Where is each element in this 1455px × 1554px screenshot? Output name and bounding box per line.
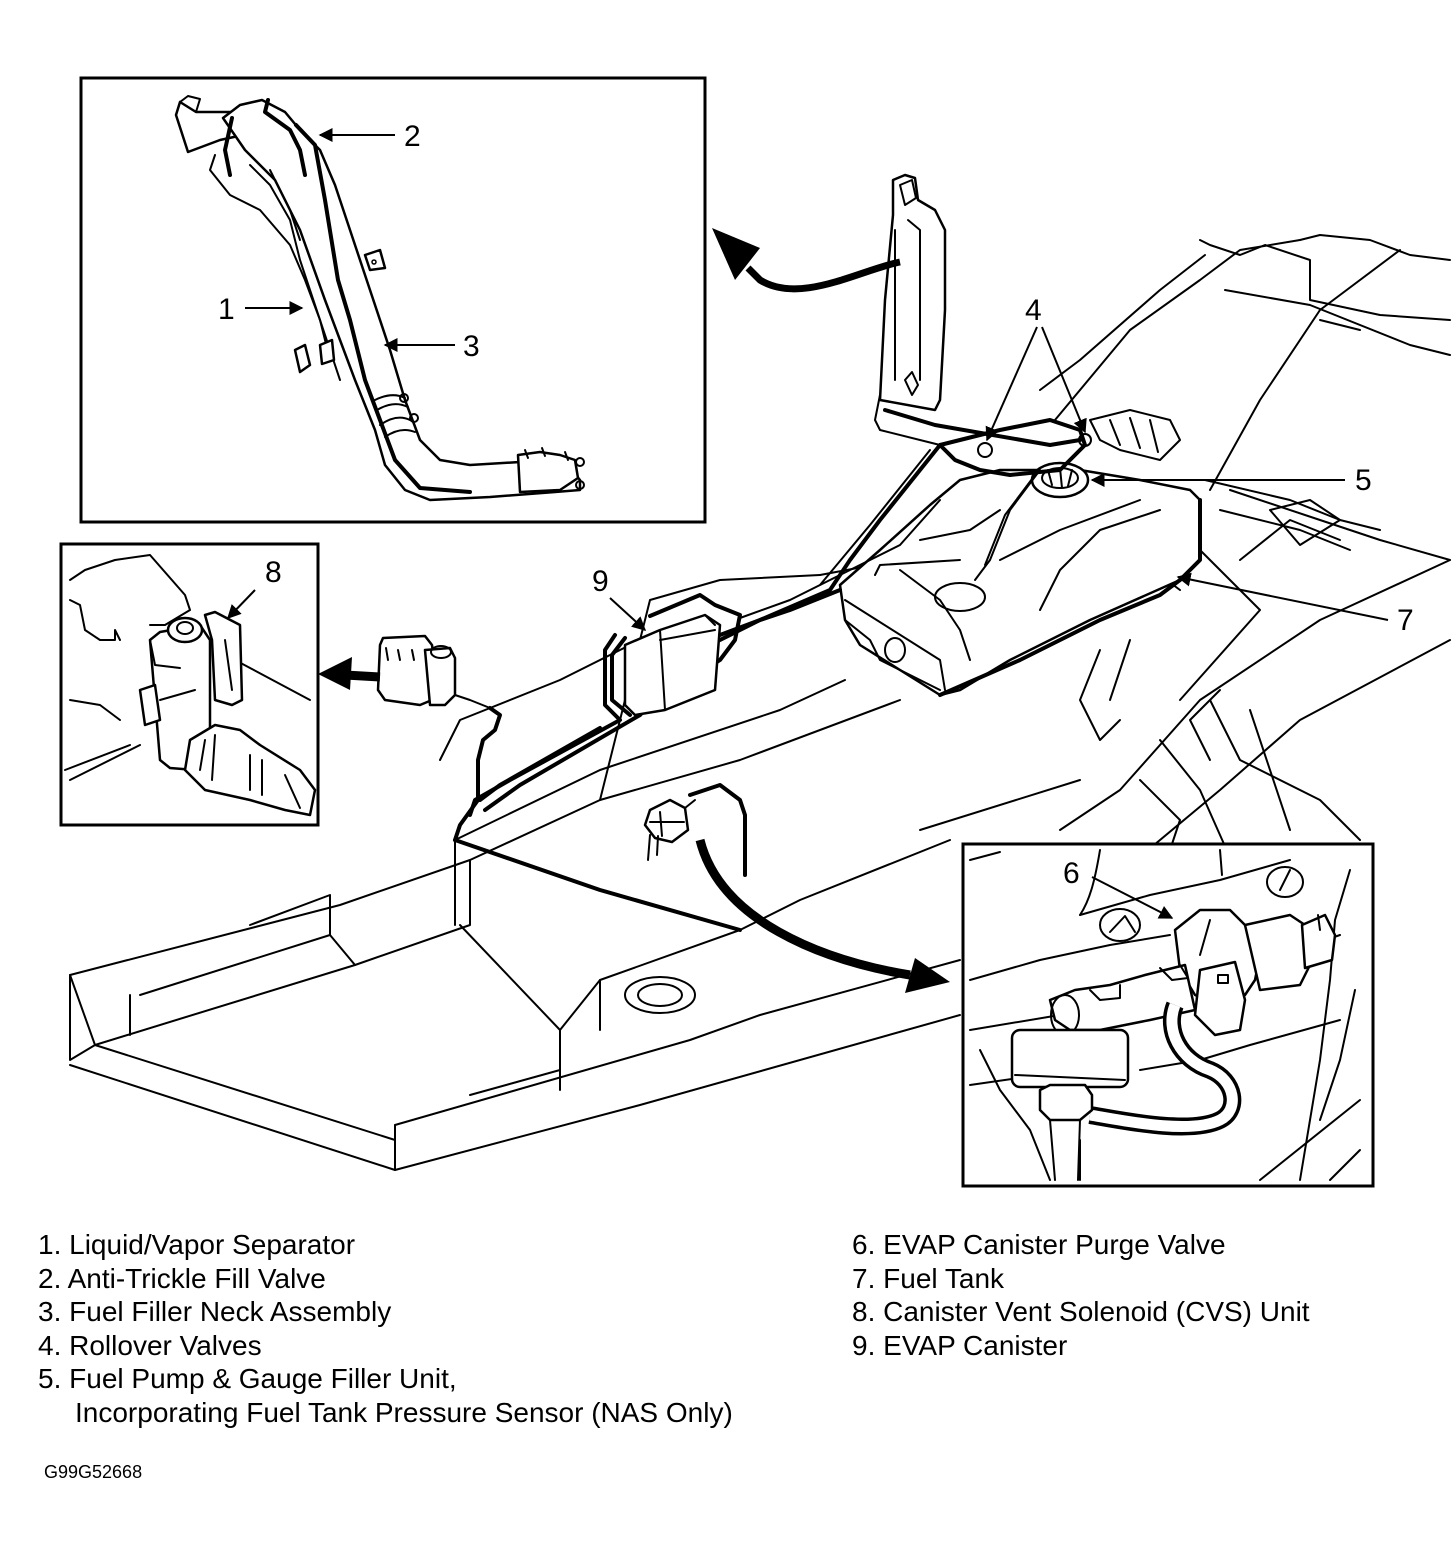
callout-1: 1 (218, 293, 235, 326)
legend-item-7: 7. Fuel Tank (852, 1262, 1005, 1294)
legend-item-5: 5. Fuel Pump & Gauge Filler Unit, (38, 1363, 457, 1394)
arrow-head-to-cvs-inset (318, 657, 352, 690)
legend-item-6: 6. EVAP Canister Purge Valve (852, 1229, 1226, 1260)
callout-5: 5 (1355, 464, 1372, 497)
callout-3: 3 (463, 330, 480, 363)
legend-left-column: 1. Liquid/Vapor Separator 2. Anti-Trickl… (38, 1228, 733, 1429)
inset-frame-filler-neck (79, 76, 707, 524)
fuel-tank (838, 409, 1202, 697)
callout-6: 6 (1063, 857, 1080, 890)
leader-line-7 (1176, 572, 1389, 621)
legend-item-8: 8. Canister Vent Solenoid (CVS) Unit (852, 1296, 1310, 1327)
callout-9: 9 (592, 565, 609, 598)
leader-line-6 (1091, 876, 1174, 919)
evap-canister (468, 499, 941, 817)
legend-item-4: 4. Rollover Valves (38, 1329, 262, 1361)
inset-cvs-unit: 8 (59, 542, 320, 827)
legend-item-3: 3. Fuel Filler Neck Assembly (38, 1296, 392, 1327)
callout-4: 4 (1025, 294, 1042, 327)
leader-line-9 (609, 597, 647, 631)
arrow-head-to-purge-inset (905, 958, 950, 993)
inset-purge-valve: 6 (961, 842, 1375, 1188)
legend-right-column: 6. EVAP Canister Purge Valve 7. Fuel Tan… (852, 1228, 1310, 1362)
leader-line-4a (985, 326, 1038, 442)
legend-item-2: 2. Anti-Trickle Fill Valve (38, 1262, 326, 1294)
leader-line-4b (1041, 326, 1087, 434)
callout-2: 2 (404, 120, 421, 153)
detail-arrows (318, 228, 950, 993)
arrow-head-to-filler-inset (712, 228, 760, 280)
legend-item-9: 9. EVAP Canister (852, 1329, 1068, 1361)
filler-neck-in-vehicle (718, 173, 1082, 642)
callout-7: 7 (1397, 604, 1414, 637)
vehicle-frame (69, 234, 1451, 1171)
main-callouts: 2 1 3 4 5 7 9 (218, 120, 1414, 637)
legend-item-1: 1. Liquid/Vapor Separator (38, 1229, 356, 1260)
cvs-unit-in-vehicle (376, 634, 502, 842)
purge-valve-in-vehicle (453, 783, 747, 932)
legend-item-5-continuation: Incorporating Fuel Tank Pressure Sensor … (75, 1396, 733, 1428)
leader-line-8 (227, 589, 256, 620)
figure-id: G99G52668 (44, 1462, 143, 1482)
inset-filler-neck (79, 76, 707, 524)
callout-8: 8 (265, 556, 282, 589)
